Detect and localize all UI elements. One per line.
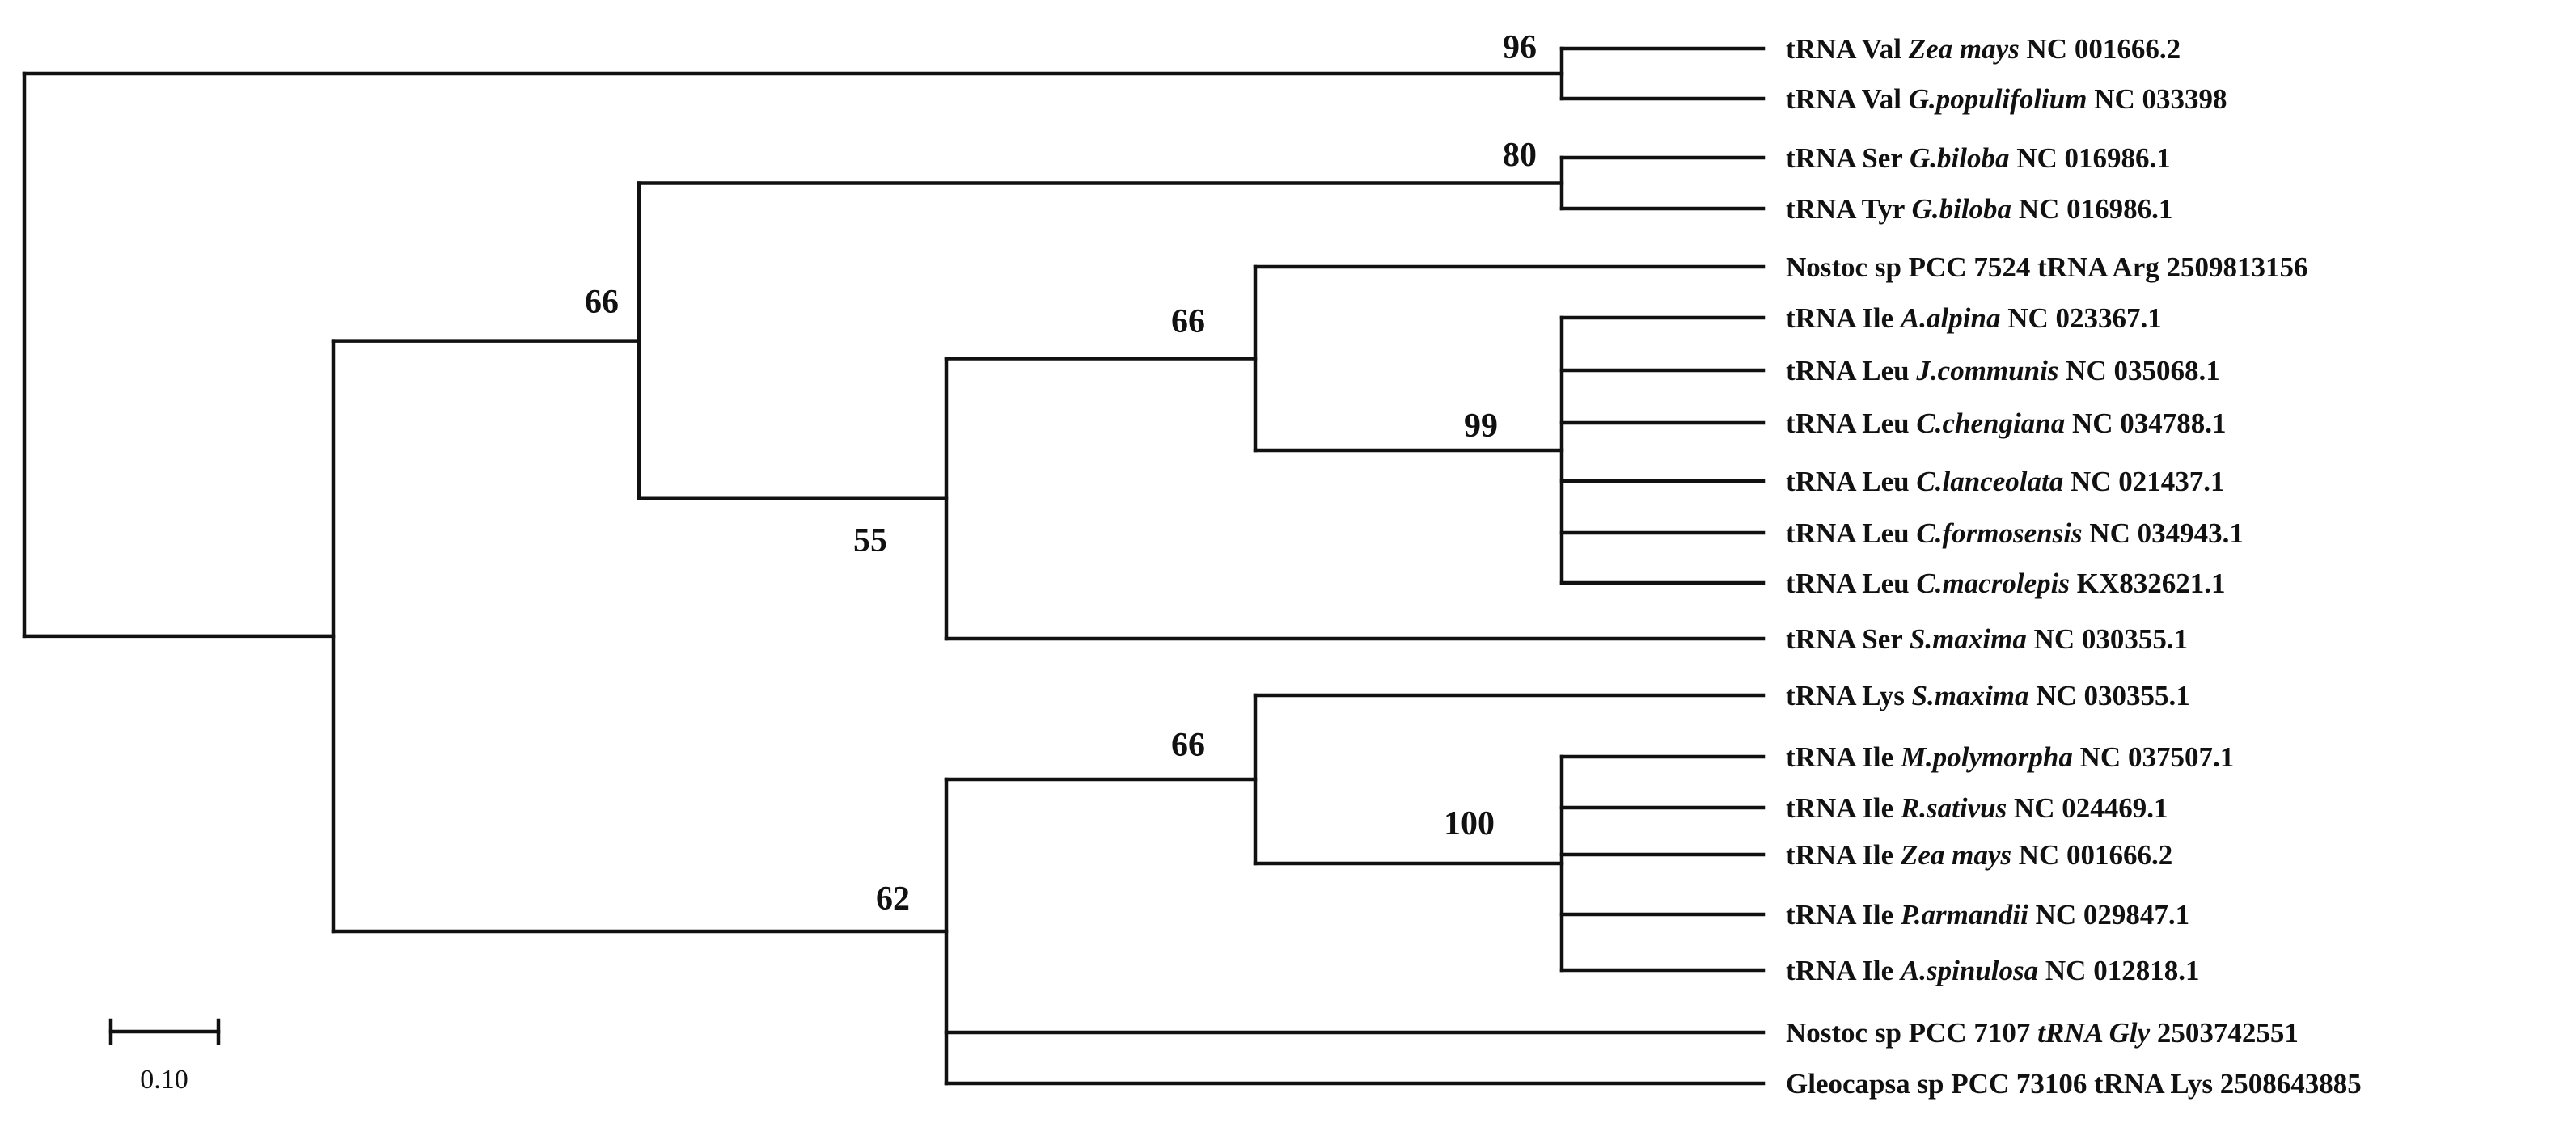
taxon-label-part: J.communis <box>1915 355 2058 386</box>
bootstrap-value: 99 <box>1464 407 1498 445</box>
taxon-label-part: NC 035068.1 <box>2058 355 2219 386</box>
taxon-label: tRNA Leu C.lanceolata NC 021437.1 <box>1786 466 2225 497</box>
bootstrap-value: 66 <box>1171 303 1205 340</box>
taxon-label-part: tRNA Ile <box>1786 899 1901 931</box>
taxon-label-part: tRNA Gly <box>2037 1017 2151 1049</box>
taxon-label-part: tRNA Ile <box>1786 302 1901 334</box>
tree-branches <box>22 46 1766 1086</box>
taxon-label-part: C.lanceolata <box>1916 466 2063 497</box>
taxon-label-part: NC 016986.1 <box>2009 142 2170 174</box>
taxon-label-part: NC 033398 <box>2087 83 2227 115</box>
taxon-label-part: tRNA Ser <box>1786 142 1910 174</box>
taxon-label: tRNA Ile R.sativus NC 024469.1 <box>1786 792 2168 824</box>
taxon-label: tRNA Ser G.biloba NC 016986.1 <box>1786 142 2171 174</box>
taxon-label-part: KX832621.1 <box>2070 568 2226 599</box>
taxon-label: tRNA Leu C.formosensis NC 034943.1 <box>1786 517 2244 549</box>
bootstrap-labels: 96 80 66 66 99 55 66 100 62 <box>585 29 1537 918</box>
taxon-label-part: tRNA Ile <box>1786 741 1901 773</box>
taxon-label: tRNA Ile A.alpina NC 023367.1 <box>1786 302 2162 334</box>
taxon-label: tRNA Lys S.maxima NC 030355.1 <box>1786 680 2190 711</box>
taxon-label-part: 2503742551 <box>2150 1017 2299 1049</box>
taxon-label-part: P.armandii <box>1900 899 2028 931</box>
taxon-label: tRNA Ile M.polymorpha NC 037507.1 <box>1786 741 2234 773</box>
bootstrap-value: 62 <box>876 880 910 918</box>
taxon-label: tRNA Ile A.spinulosa NC 012818.1 <box>1786 955 2199 986</box>
taxon-label-part: C.chengiana <box>1916 407 2065 439</box>
taxon-label: tRNA Ser S.maxima NC 030355.1 <box>1786 623 2188 655</box>
taxon-label-part: tRNA Lys <box>1786 680 1912 711</box>
taxon-label-part: tRNA Val <box>1786 83 1909 115</box>
taxon-label-part: tRNA Ser <box>1786 623 1910 655</box>
taxon-label-part: NC 034788.1 <box>2065 407 2226 439</box>
taxon-label-part: R.sativus <box>1900 792 2007 824</box>
taxon-label-part: tRNA Leu <box>1786 517 1916 549</box>
taxon-label-part: tRNA Tyr <box>1786 193 1912 225</box>
taxon-label-part: A.alpina <box>1899 302 2001 334</box>
bootstrap-value: 96 <box>1503 29 1537 66</box>
taxon-label: tRNA Val Zea mays NC 001666.2 <box>1786 33 2181 65</box>
taxon-label-part: Zea mays <box>1908 33 2020 65</box>
taxon-label-part: C.formosensis <box>1916 517 2082 549</box>
taxon-label-part: tRNA Leu <box>1786 355 1916 386</box>
taxon-label-part: NC 023367.1 <box>2000 302 2161 334</box>
taxon-label-part: Nostoc sp PCC 7107 <box>1786 1017 2037 1049</box>
taxon-label-part: S.maxima <box>1910 623 2027 655</box>
taxon-label-part: G.populifolium <box>1909 83 2087 115</box>
taxon-label: Gleocapsa sp PCC 73106 tRNA Lys 25086438… <box>1786 1068 2362 1100</box>
taxon-label-part: G.biloba <box>1910 142 2009 174</box>
taxon-label: tRNA Tyr G.biloba NC 016986.1 <box>1786 193 2172 225</box>
taxon-label-part: NC 001666.2 <box>2011 839 2172 871</box>
taxon-label-part: tRNA Ile <box>1786 955 1901 986</box>
taxon-label-part: C.macrolepis <box>1916 568 2070 599</box>
taxon-label: Nostoc sp PCC 7107 tRNA Gly 2503742551 <box>1786 1017 2299 1049</box>
bootstrap-value: 66 <box>1171 727 1205 764</box>
taxon-label-part: M.polymorpha <box>1900 741 2073 773</box>
taxon-label-part: NC 012818.1 <box>2038 955 2199 986</box>
scale-bar-label: 0.10 <box>140 1065 188 1095</box>
taxon-label-part: tRNA Leu <box>1786 407 1916 439</box>
taxon-label-part: NC 024469.1 <box>2007 792 2168 824</box>
bootstrap-value: 66 <box>585 284 619 321</box>
taxon-label-part: NC 001666.2 <box>2020 33 2181 65</box>
taxon-label-part: NC 030355.1 <box>2028 680 2189 711</box>
taxon-label-part: NC 029847.1 <box>2028 899 2189 931</box>
taxon-label-part: Nostoc sp PCC 7524 tRNA Arg 2509813156 <box>1786 251 2308 283</box>
taxon-label-part: A.spinulosa <box>1899 955 2038 986</box>
taxon-label-part: NC 037507.1 <box>2073 741 2234 773</box>
scale-bar: 0.10 <box>108 1018 221 1095</box>
taxon-label-part: tRNA Val <box>1786 33 1909 65</box>
taxon-label-part: NC 034943.1 <box>2083 517 2244 549</box>
bootstrap-value: 80 <box>1503 137 1537 174</box>
taxon-label-part: tRNA Ile <box>1786 792 1901 824</box>
taxon-label-part: tRNA Ile <box>1786 839 1901 871</box>
taxon-label-part: Gleocapsa sp PCC 73106 tRNA Lys 25086438… <box>1786 1068 2362 1100</box>
taxon-label: tRNA Leu C.macrolepis KX832621.1 <box>1786 568 2225 599</box>
taxon-label: tRNA Ile P.armandii NC 029847.1 <box>1786 899 2189 931</box>
taxon-label-part: tRNA Leu <box>1786 568 1916 599</box>
taxon-label: tRNA Val G.populifolium NC 033398 <box>1786 83 2227 115</box>
taxon-label-part: NC 021437.1 <box>2063 466 2224 497</box>
taxon-label-part: tRNA Leu <box>1786 466 1916 497</box>
taxon-label-part: Zea mays <box>1900 839 2011 871</box>
taxon-label-part: G.biloba <box>1912 193 2011 225</box>
taxon-label-part: NC 016986.1 <box>2011 193 2172 225</box>
taxon-label-part: NC 030355.1 <box>2027 623 2188 655</box>
taxon-label-part: S.maxima <box>1912 680 2029 711</box>
taxon-label: tRNA Leu J.communis NC 035068.1 <box>1786 355 2220 386</box>
bootstrap-value: 100 <box>1444 805 1495 842</box>
taxon-label: tRNA Ile Zea mays NC 001666.2 <box>1786 839 2172 871</box>
bootstrap-value: 55 <box>853 522 887 559</box>
taxon-label: Nostoc sp PCC 7524 tRNA Arg 2509813156 <box>1786 251 2308 283</box>
taxon-label: tRNA Leu C.chengiana NC 034788.1 <box>1786 407 2227 439</box>
